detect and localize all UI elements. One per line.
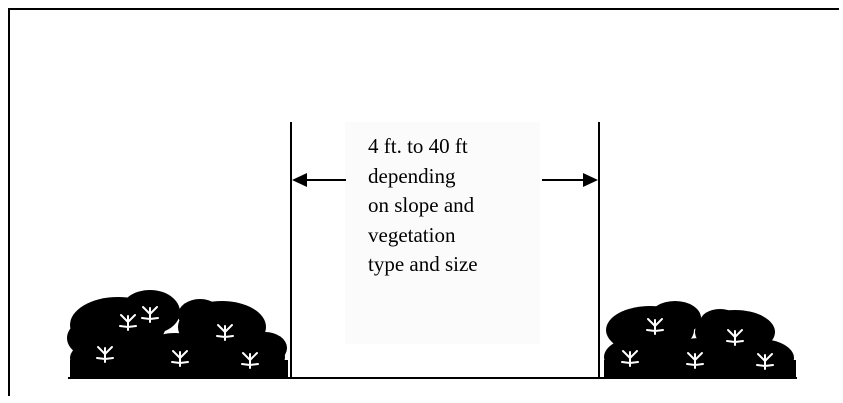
shrub-cluster-icon — [604, 301, 796, 378]
annotation-background — [345, 122, 540, 344]
buffer-width-annotation: 4 ft. to 40 ft depending on slope and ve… — [368, 132, 540, 280]
annotation-line: 4 ft. to 40 ft — [368, 134, 468, 158]
arrow-left-icon — [292, 173, 346, 187]
figure-frame — [8, 8, 839, 396]
arrow-right-icon — [542, 173, 598, 187]
annotation-line: depending — [368, 163, 456, 188]
annotation-line: vegetation — [368, 222, 456, 247]
annotation-line: on slope and — [368, 193, 475, 217]
shrub-cluster-icon — [67, 290, 288, 378]
annotation-line: type and size — [368, 252, 478, 276]
